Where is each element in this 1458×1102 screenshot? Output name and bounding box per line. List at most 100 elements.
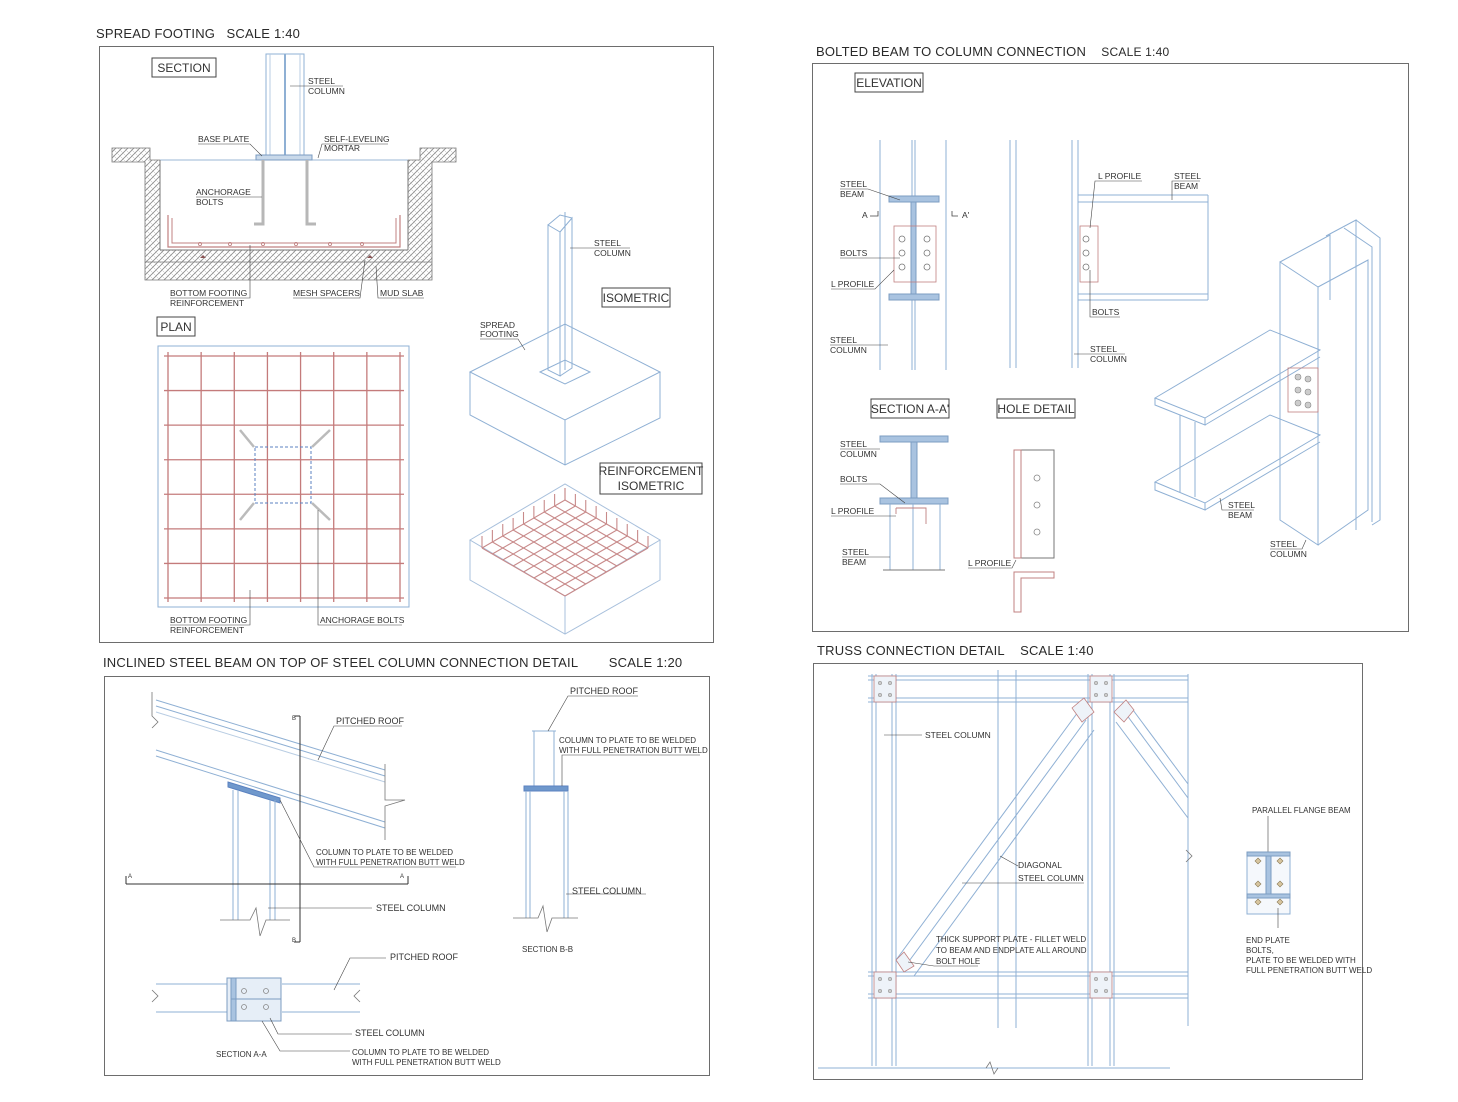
- svg-text:A: A: [400, 874, 404, 880]
- plan-view-label: PLAN: [160, 320, 191, 334]
- reinforcement-isometric-label: REINFORCEMENT: [599, 464, 704, 478]
- label-l-profile: L PROFILE: [831, 279, 874, 289]
- svg-text:COLUMN: COLUMN: [840, 449, 877, 459]
- footing-plan-outline: [157, 345, 410, 608]
- label-section-bb: SECTION B-B: [522, 945, 573, 954]
- hole-detail-view-label: HOLE DETAIL: [997, 402, 1074, 416]
- label-support-plate: THICK SUPPORT PLATE - FILLET WELD: [936, 935, 1086, 944]
- label-plan-bottom-reinforcement: BOTTOM FOOTING: [170, 615, 247, 625]
- iso-rebar-line: [543, 511, 628, 561]
- label-truss-steel-column: STEEL COLUMN: [925, 730, 991, 740]
- label-right-pitched-roof: PITCHED ROOF: [570, 686, 639, 696]
- label-mesh-spacers: MESH SPACERS: [293, 288, 360, 298]
- label-mud-slab: MUD SLAB: [380, 288, 424, 298]
- svg-text:BOLTS: BOLTS: [196, 197, 224, 207]
- spread-footing-isometric: ISOMETRIC STEEL COLUMN SPREAD FOOTING: [468, 212, 671, 466]
- label-side-l-profile: L PROFILE: [1098, 171, 1141, 181]
- truss-flange-beam-detail: PARALLEL FLANGE BEAM END PLATE BOLTS, PL…: [1246, 806, 1372, 975]
- inclined-beam-section-aa: PITCHED ROOF STEEL COLUMN COLUMN TO PLAT…: [151, 952, 501, 1067]
- label-sec-steel-column: STEEL: [840, 439, 867, 449]
- inclined-plate: [227, 781, 281, 804]
- svg-text:REINFORCEMENT: REINFORCEMENT: [170, 298, 244, 308]
- svg-text:BEAM: BEAM: [840, 189, 864, 199]
- label-bottom-footing-reinforcement: BOTTOM FOOTING: [170, 288, 247, 298]
- iso-rebar-line: [543, 535, 628, 585]
- bolted-section-aa: SECTION A-A' STEEL COLUMN BOLTS L PROFIL…: [831, 398, 950, 571]
- iso-rebar-line: [564, 547, 649, 597]
- label-self-leveling-mortar: SELF-LEVELING: [324, 134, 390, 144]
- svg-text:BEAM: BEAM: [1228, 510, 1252, 520]
- label-iso-steel-beam: STEEL: [1228, 500, 1255, 510]
- truss-title: TRUSS CONNECTION DETAIL SCALE 1:40: [817, 643, 1094, 658]
- spread-footing-plan: PLAN BOTTOM FOOTING REINFORCEMENT ANCHOR…: [156, 316, 410, 635]
- label-steel-beam: STEEL: [840, 179, 867, 189]
- iso-base-plate: [538, 359, 592, 385]
- label-pitched-roof: PITCHED ROOF: [336, 716, 405, 726]
- svg-text:BEAM: BEAM: [842, 557, 866, 567]
- iso-rebar-line: [554, 541, 638, 591]
- label-weld-note: COLUMN TO PLATE TO BE WELDED: [316, 848, 453, 857]
- section-aa-view-label: SECTION A-A': [871, 402, 949, 416]
- truss-frame: STEEL COLUMN DIAGONAL STEEL COLUMN THICK…: [818, 670, 1193, 1075]
- label-sec-l-profile: L PROFILE: [831, 506, 874, 516]
- iso-column: [547, 224, 561, 377]
- label-steel-column: STEEL: [308, 76, 335, 86]
- bolted-beam-panel: [812, 63, 1409, 632]
- label-sec-bolts: BOLTS: [840, 474, 868, 484]
- svg-text:WITH FULL PENETRATION BUTT WEL: WITH FULL PENETRATION BUTT WELD: [352, 1058, 501, 1067]
- label-end-weld: PLATE TO BE WELDED WITH: [1246, 956, 1356, 965]
- reinforcement-bar-inner: [171, 218, 397, 244]
- label-bottom-pitched-roof: PITCHED ROOF: [390, 952, 459, 962]
- label-right-weld-note: COLUMN TO PLATE TO BE WELDED: [559, 736, 696, 745]
- isometric-view-label: ISOMETRIC: [603, 291, 670, 305]
- truss-panel: [813, 663, 1363, 1080]
- label-side-bolts: BOLTS: [1092, 307, 1120, 317]
- label-side-steel-beam: STEEL: [1174, 171, 1201, 181]
- section-view-box: [151, 57, 217, 78]
- mesh-spacer: [200, 255, 206, 258]
- label-steel-column: STEEL: [830, 335, 857, 345]
- truss-scale: SCALE 1:40: [1020, 643, 1094, 658]
- label-sec-steel-beam: STEEL: [842, 547, 869, 557]
- label-bolts: BOLTS: [840, 248, 868, 258]
- svg-text:BEAM: BEAM: [1174, 181, 1198, 191]
- inclined-beam-title: INCLINED STEEL BEAM ON TOP OF STEEL COLU…: [103, 655, 683, 670]
- svg-text:COLUMN: COLUMN: [830, 345, 867, 355]
- iso-rebar-line: [533, 517, 618, 567]
- svg-text:B: B: [292, 716, 296, 722]
- elevation-view-label: ELEVATION: [856, 76, 922, 90]
- label-iso-steel-column: STEEL: [594, 238, 621, 248]
- label-steel-column: STEEL COLUMN: [376, 903, 446, 913]
- label-parallel-flange-beam: PARALLEL FLANGE BEAM: [1252, 806, 1351, 815]
- iso-rebar-line: [554, 505, 638, 555]
- label-hole-l-profile: L PROFILE: [968, 558, 1011, 568]
- bolted-hole-detail: HOLE DETAIL L PROFILE: [968, 398, 1076, 613]
- label-diagonal-steel-column: STEEL COLUMN: [1018, 873, 1084, 883]
- inclined-beam-scale: SCALE 1:20: [608, 655, 683, 670]
- svg-text:WITH FULL PENETRATION BUTT WEL: WITH FULL PENETRATION BUTT WELD: [316, 858, 465, 867]
- elev-l-profile: [893, 225, 937, 283]
- svg-text:COLUMN: COLUMN: [308, 86, 345, 96]
- label-bottom-steel-column: STEEL COLUMN: [355, 1028, 425, 1038]
- svg-text:WITH FULL PENETRATION BUTT WEL: WITH FULL PENETRATION BUTT WELD: [559, 746, 708, 755]
- column-footprint: [254, 446, 312, 504]
- svg-text:A: A: [128, 874, 132, 880]
- label-end-bolts: BOLTS,: [1246, 946, 1274, 955]
- inclined-beam-panel: [104, 676, 710, 1076]
- label-anchorage-bolts: ANCHORAGE: [196, 187, 251, 197]
- bolted-beam-scale: SCALE 1:40: [1101, 45, 1170, 59]
- iso-rebar-mesh: [481, 488, 649, 597]
- label-bottom-weld-note: COLUMN TO PLATE TO BE WELDED: [352, 1048, 489, 1057]
- label-base-plate: BASE PLATE: [198, 134, 250, 144]
- elev-bolts: [898, 235, 931, 271]
- label-side-steel-column: STEEL: [1090, 344, 1117, 354]
- section-view-label: SECTION: [157, 61, 210, 75]
- iso-rebar-line: [564, 499, 649, 549]
- bolted-isometric: STEEL BEAM STEEL COLUMN: [1153, 219, 1381, 559]
- svg-text:A: A: [862, 210, 868, 220]
- label-plan-anchorage-bolts: ANCHORAGE BOLTS: [320, 615, 405, 625]
- svg-text:COLUMN: COLUMN: [1270, 549, 1307, 559]
- label-section-aa: SECTION A-A: [216, 1050, 267, 1059]
- svg-text:TO BEAM AND ENDPLATE ALL AROUN: TO BEAM AND ENDPLATE ALL AROUND: [936, 946, 1087, 955]
- svg-text:COLUMN: COLUMN: [594, 248, 631, 258]
